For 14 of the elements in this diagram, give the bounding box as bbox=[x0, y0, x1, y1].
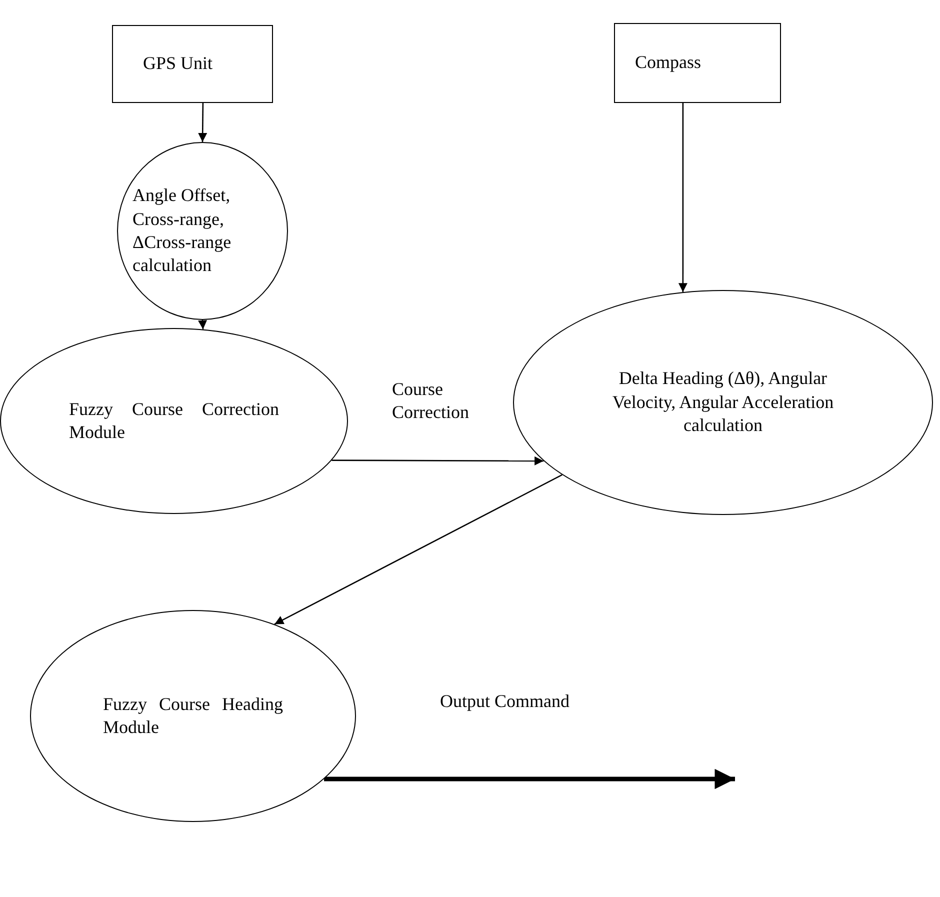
node-label: GPS Unit bbox=[143, 52, 214, 76]
arrow bbox=[332, 456, 544, 466]
arrow bbox=[678, 103, 688, 292]
arrow bbox=[324, 768, 735, 790]
node-label: Compass bbox=[635, 51, 702, 74]
node-label: Fuzzy Course Correction Module bbox=[69, 398, 279, 444]
arrow bbox=[198, 103, 208, 142]
node-label: Angle Offset, Cross-range, ΔCross-range calculation bbox=[132, 184, 232, 278]
arrow bbox=[198, 320, 207, 330]
arrow bbox=[274, 474, 562, 625]
process-box bbox=[614, 23, 781, 103]
node-label: Delta Heading (Δθ), Angular Velocity, Angular Acceleration calculation bbox=[611, 367, 835, 438]
process-box bbox=[112, 25, 273, 103]
node-label: Fuzzy Course Heading Module bbox=[103, 692, 283, 739]
